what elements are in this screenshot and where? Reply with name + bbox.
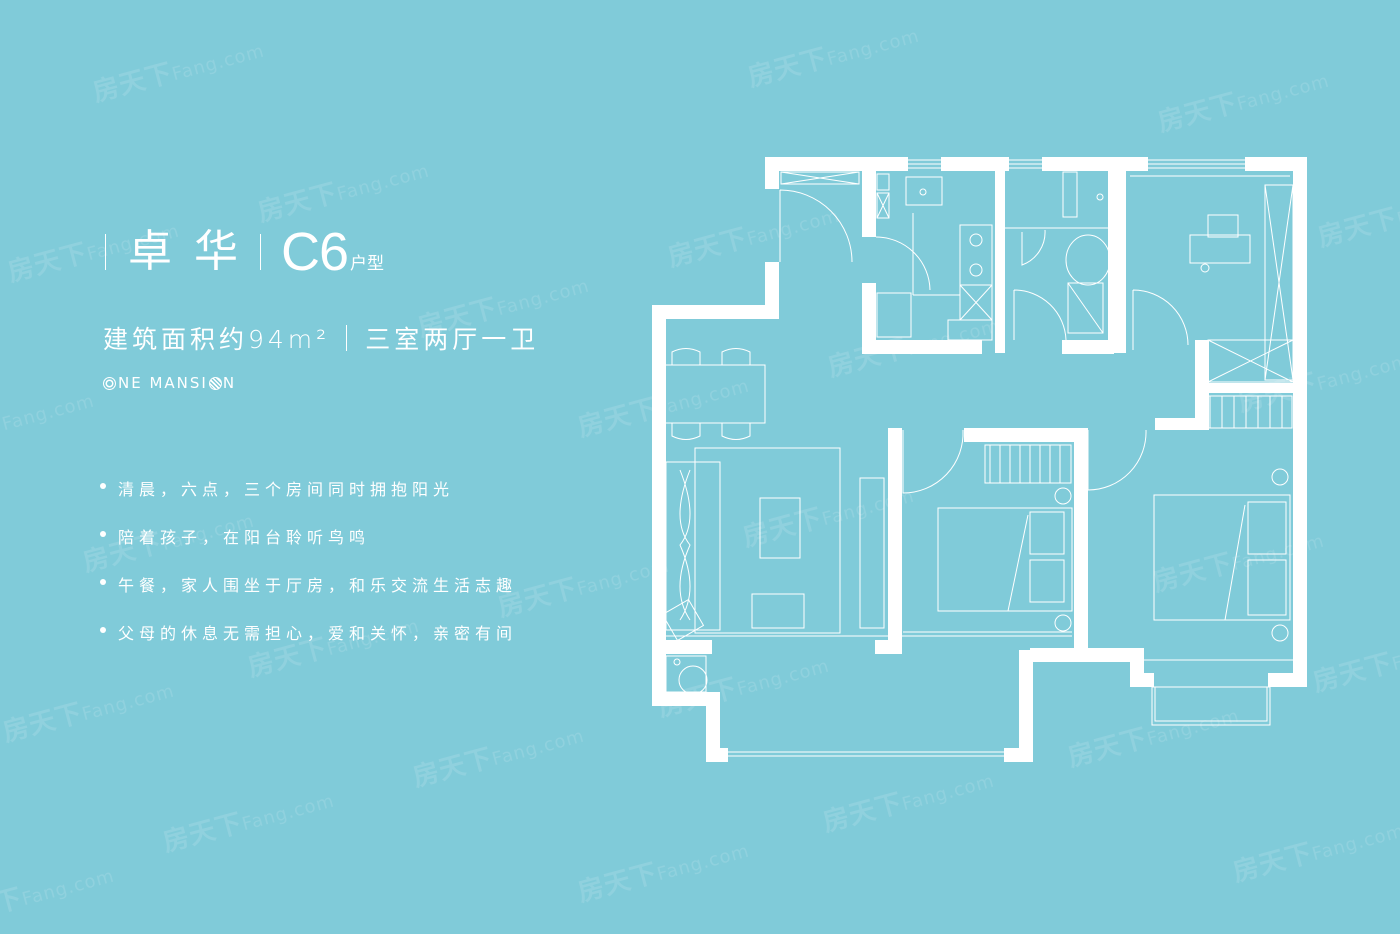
bullet-icon [100,483,106,489]
unit-suffix: 户型 [350,254,385,274]
divider [260,234,261,270]
project-name: 卓华 [128,226,260,277]
brand-text-suffix: N [222,374,237,392]
brand-logo: NE MANSI N [103,374,236,392]
feature-item: 父母的休息无需担心，爱和关怀，亲密有间 [100,610,517,658]
brand-text-prefix: NE MANSI [118,374,208,392]
feature-item: 午餐，家人围坐于厅房，和乐交流生活志趣 [100,562,517,610]
bullet-icon [100,531,106,537]
divider [346,325,348,351]
concentric-circle-icon [103,376,116,390]
unit-title: 卓华 C6 户型 [105,222,384,282]
hatched-circle-icon [208,376,222,390]
feature-item: 清晨，六点，三个房间同时拥抱阳光 [100,466,517,514]
furniture-linework [661,159,1294,757]
floor-area: 建筑面积约94m² [103,325,331,354]
feature-list: 清晨，六点，三个房间同时拥抱阳光 陪着孩子，在阳台聆听鸟鸣 午餐，家人围坐于厅房… [100,466,517,658]
feature-item: 陪着孩子，在阳台聆听鸟鸣 [100,514,517,562]
walls [652,157,1307,762]
unit-code: C6 [281,222,349,282]
room-layout: 三室两厅一卫 [365,325,540,354]
bullet-icon [100,627,106,633]
divider [105,234,106,270]
unit-summary: 建筑面积约94m² 三室两厅一卫 [103,320,539,356]
bullet-icon [100,579,106,585]
